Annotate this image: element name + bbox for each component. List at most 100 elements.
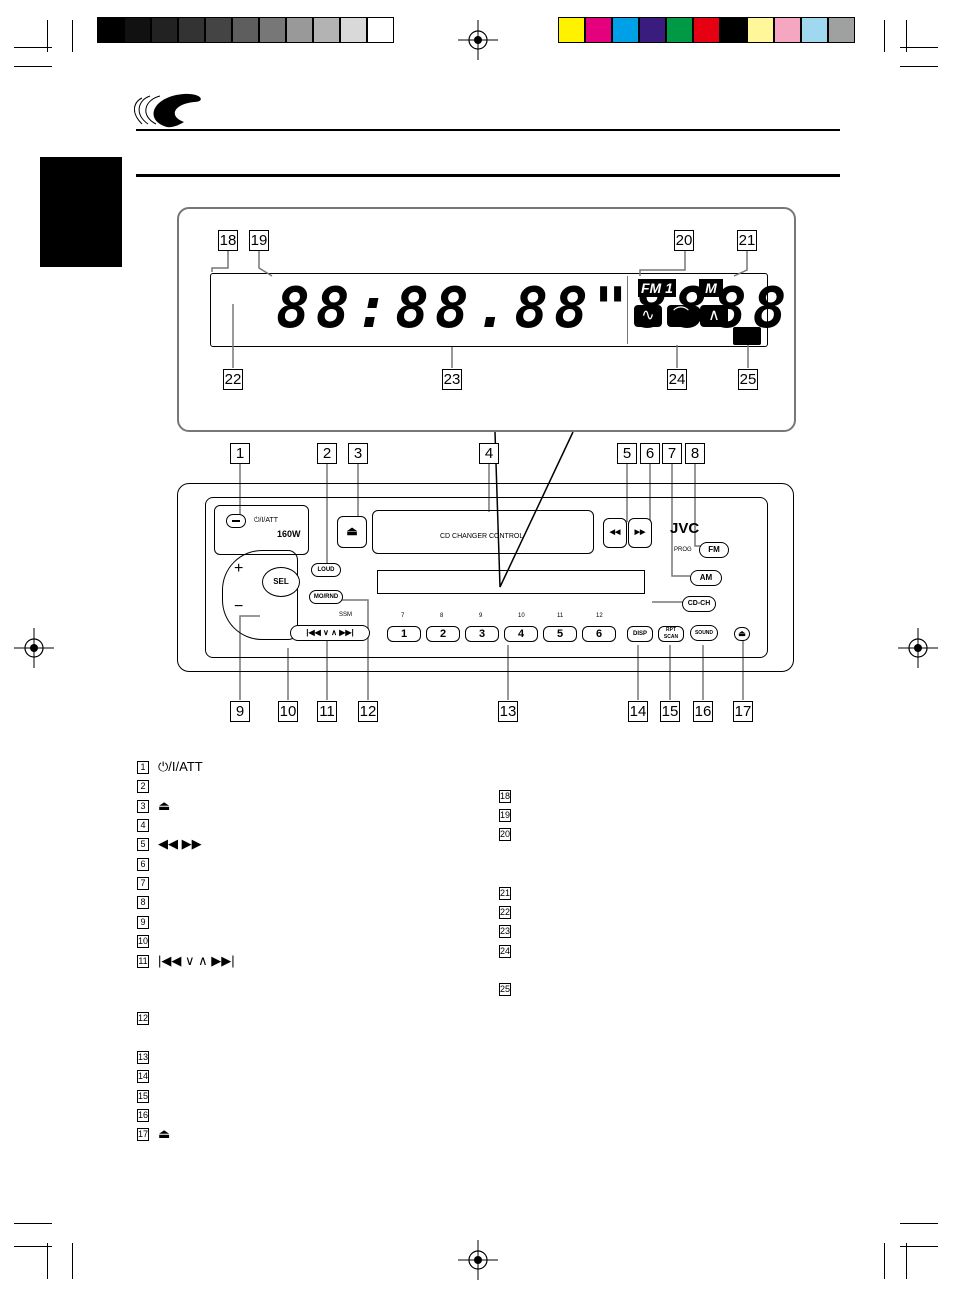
- callout-13: 13: [498, 701, 518, 722]
- release-button[interactable]: ⏏: [734, 627, 750, 641]
- preset-button-2[interactable]: 2: [426, 626, 460, 642]
- callout-14: 14: [628, 701, 648, 722]
- preset-button-3[interactable]: 3: [465, 626, 499, 642]
- callout-3: 3: [348, 443, 368, 464]
- list-number-14: 14: [137, 1070, 149, 1083]
- process-swatch: [612, 17, 639, 43]
- mo-rnd-button[interactable]: MO/RND: [309, 590, 343, 604]
- track-select-buttons[interactable]: |◀◀ ∨ ∧ ▶▶|: [290, 625, 370, 641]
- volume-control[interactable]: [222, 550, 298, 640]
- gray-swatch: [178, 17, 205, 43]
- callout-11: 11: [317, 701, 337, 722]
- registration-mark-right: [898, 628, 938, 668]
- process-swatch: [693, 17, 720, 43]
- process-swatch: [747, 17, 774, 43]
- preset-alt-label: 10: [518, 613, 525, 619]
- preset-alt-label: 7: [401, 613, 405, 619]
- callout-17: 17: [733, 701, 753, 722]
- registration-mark-top: [458, 20, 498, 60]
- preset-alt-label: 12: [596, 613, 603, 619]
- list-number-3: 3: [137, 800, 149, 813]
- registration-mark-left: [14, 628, 54, 668]
- volume-minus-icon: −: [234, 598, 244, 615]
- rewind-button[interactable]: ◀◀: [603, 518, 627, 548]
- preset-button-5[interactable]: 5: [543, 626, 577, 642]
- gray-swatch: [367, 17, 394, 43]
- callout-23: 23: [442, 369, 462, 390]
- list-number-25: 25: [499, 983, 511, 996]
- preset-button-4[interactable]: 4: [504, 626, 538, 642]
- callout-12: 12: [358, 701, 378, 722]
- list-label-17: ⏏: [158, 1126, 171, 1141]
- callout-1: 1: [230, 443, 250, 464]
- brand-logo: JVC: [670, 520, 700, 537]
- list-number-11: 11: [137, 955, 149, 968]
- sound-symbol-2: ⌒: [667, 305, 695, 327]
- callout-21: 21: [737, 230, 757, 251]
- band-indicator: FM 1: [638, 279, 676, 297]
- head-unit-chassis: [177, 483, 794, 672]
- gray-swatch: [340, 17, 367, 43]
- list-number-21: 21: [499, 887, 511, 900]
- callout-15: 15: [660, 701, 680, 722]
- callout-16: 16: [693, 701, 713, 722]
- callout-20: 20: [674, 230, 694, 251]
- process-swatch: [828, 17, 855, 43]
- list-number-12: 12: [137, 1012, 149, 1025]
- rpt-scan-button[interactable]: RPT SCAN: [658, 626, 684, 642]
- eject-button[interactable]: ⏏: [337, 516, 367, 548]
- power-att-button[interactable]: [226, 514, 246, 528]
- callout-25: 25: [738, 369, 758, 390]
- power-att-label: ⏻/I/ATT: [254, 517, 279, 524]
- preset-button-1[interactable]: 1: [387, 626, 421, 642]
- am-button[interactable]: AM: [690, 570, 722, 586]
- disp-button[interactable]: DISP: [627, 626, 653, 642]
- callout-6: 6: [640, 443, 660, 464]
- volume-plus-icon: +: [234, 560, 244, 577]
- faceplate: [205, 497, 768, 658]
- list-label-5: ◀◀ ▶▶: [158, 836, 202, 851]
- section-rule: [136, 174, 840, 177]
- gray-swatch: [313, 17, 340, 43]
- display-window: [377, 570, 645, 594]
- lcd-display: [210, 273, 768, 347]
- fm-button[interactable]: FM: [699, 542, 729, 558]
- list-number-1: 1: [137, 761, 149, 774]
- indicator-area: [627, 276, 766, 344]
- list-number-17: 17: [137, 1128, 149, 1141]
- list-number-22: 22: [499, 906, 511, 919]
- process-swatch: [774, 17, 801, 43]
- list-label-1: ⏻/I/ATT: [158, 759, 203, 774]
- list-number-2: 2: [137, 780, 149, 793]
- section-logo-icon: [134, 93, 201, 128]
- preset-alt-label: 8: [440, 613, 444, 619]
- gray-swatch: [205, 17, 232, 43]
- callout-9: 9: [230, 701, 250, 722]
- fast-forward-button[interactable]: ▶▶: [628, 518, 652, 548]
- header-rule: [136, 129, 840, 131]
- cd-changer-label: CD CHANGER CONTROL: [440, 533, 524, 540]
- list-number-6: 6: [137, 858, 149, 871]
- list-number-24: 24: [499, 945, 511, 958]
- process-swatch: [666, 17, 693, 43]
- cd-ch-button[interactable]: CD-CH: [682, 596, 716, 612]
- sel-button[interactable]: SEL: [262, 567, 300, 597]
- callout-5: 5: [617, 443, 637, 464]
- list-number-18: 18: [499, 790, 511, 803]
- list-number-20: 20: [499, 828, 511, 841]
- gray-swatch: [286, 17, 313, 43]
- list-label-3: ⏏: [158, 798, 171, 813]
- callout-8: 8: [685, 443, 705, 464]
- callout-19: 19: [249, 230, 269, 251]
- list-number-15: 15: [137, 1090, 149, 1103]
- loud-button[interactable]: LOUD: [311, 563, 341, 577]
- sound-button[interactable]: SOUND: [690, 625, 718, 641]
- preset-alt-label: 11: [557, 613, 564, 619]
- list-number-10: 10: [137, 935, 149, 948]
- gray-swatch: [232, 17, 259, 43]
- list-number-16: 16: [137, 1109, 149, 1122]
- sound-symbol-1: ∿: [634, 305, 662, 327]
- preset-button-6[interactable]: 6: [582, 626, 616, 642]
- wattage-label: 160W: [277, 529, 301, 539]
- process-swatch: [801, 17, 828, 43]
